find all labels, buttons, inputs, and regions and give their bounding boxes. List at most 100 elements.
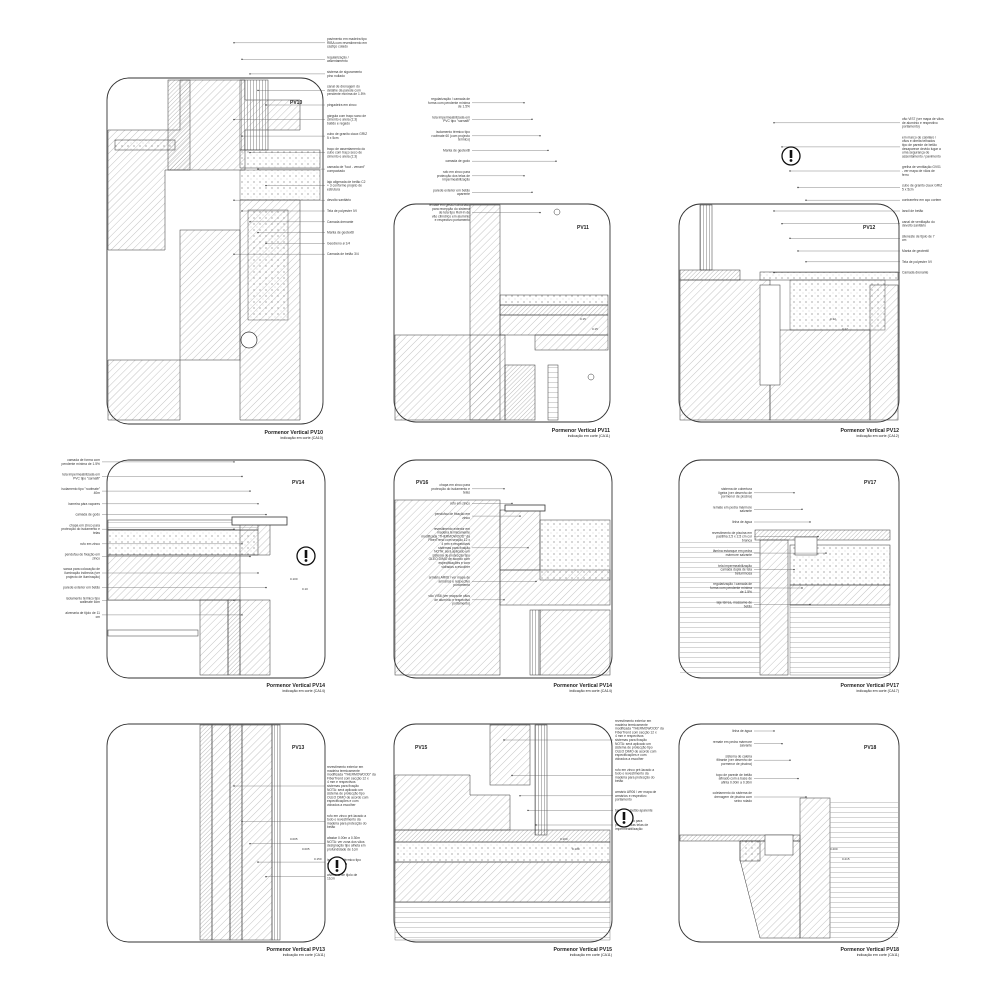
- panel-tag: PV13: [292, 745, 304, 751]
- annotation-label: Tela de polyester IVI: [327, 209, 357, 213]
- annotation-label: em marco de caixilaro /vãos e direita te…: [902, 135, 941, 158]
- caption-title: Pormenor Vertical PV12: [840, 428, 899, 434]
- panel-pv17: [678, 459, 900, 679]
- dimension-label: 0.32: [830, 317, 836, 321]
- dimension-label: 0.200: [830, 847, 838, 851]
- annotation-label: lajo aligerada de betão C2+ 3 conforme p…: [327, 180, 366, 192]
- dimension-label: 0.17: [842, 327, 848, 331]
- warning-icon: [614, 808, 634, 828]
- caption-subtitle: indicação em corte (CA14): [569, 689, 612, 693]
- dimension-label: 0.005: [302, 847, 310, 851]
- annotation-label: Camada de betão 3/4: [327, 252, 359, 256]
- dimension-label: 0.100: [560, 837, 568, 841]
- caption-subtitle: indicação em corte (CA11): [569, 953, 612, 957]
- dimension-label: 0.215: [842, 857, 850, 861]
- warning-icon: [781, 146, 801, 166]
- panel-tag: PV16: [416, 480, 428, 486]
- annotation-label: Manta de geotextil: [327, 231, 354, 235]
- panel-pv12: [678, 203, 900, 423]
- panel-tag: PV17: [864, 480, 876, 486]
- warning-icon: [327, 856, 347, 876]
- annotation-label: Geodreno ø 1/4: [327, 241, 350, 245]
- caption-title: Pormenor Vertical PV18: [840, 947, 899, 953]
- dimension-label: 0.15: [592, 327, 598, 331]
- panel-pv11: [393, 203, 611, 423]
- annotation-label: Camada drenante: [902, 271, 929, 275]
- panel-pv18: [678, 723, 900, 943]
- panel-tag: PV14: [292, 480, 304, 486]
- caption-title: Pormenor Vertical PV14: [266, 683, 325, 689]
- annotation-label: regularização /assentamento: [327, 55, 349, 63]
- panel-pv10: [106, 77, 324, 425]
- annotation-label: parede exterior em betão: [63, 586, 100, 590]
- annotation-label: devolto sanitário: [327, 198, 351, 202]
- annotation-label: pingadeira em zinco: [327, 103, 357, 107]
- annotation-label: Tela de polyester IVI: [902, 260, 932, 264]
- dimension-label: 0.15: [580, 317, 586, 321]
- caption-subtitle: indicação em corte (CA14): [282, 689, 325, 693]
- annotation-label: grelha de ventilação GV01- ver mapa de v…: [902, 165, 941, 177]
- caption-subtitle: indicação em corte (CA11): [567, 434, 610, 438]
- dimension-label: 0.100: [290, 577, 298, 581]
- annotation-label: contrarefez em aço cortem: [902, 198, 941, 202]
- annotation-label: barreira pára vapores: [68, 502, 100, 506]
- annotation-label: lancil de betão: [902, 209, 923, 213]
- panel-pv14b: [393, 459, 613, 679]
- annotation-label: rufo em zinco: [80, 542, 100, 546]
- annotation-label: Manta de geotextil: [443, 148, 470, 152]
- caption-title: Pormenor Vertical PV15: [553, 947, 612, 953]
- caption-subtitle: indicação em corte (CA11): [856, 953, 899, 957]
- panel-tag: PV11: [577, 225, 589, 231]
- dimension-label: 0.005: [290, 837, 298, 841]
- annotation-label: Manta de geotextil: [902, 249, 929, 253]
- caption-subtitle: indicação em corte (CA11): [282, 953, 325, 957]
